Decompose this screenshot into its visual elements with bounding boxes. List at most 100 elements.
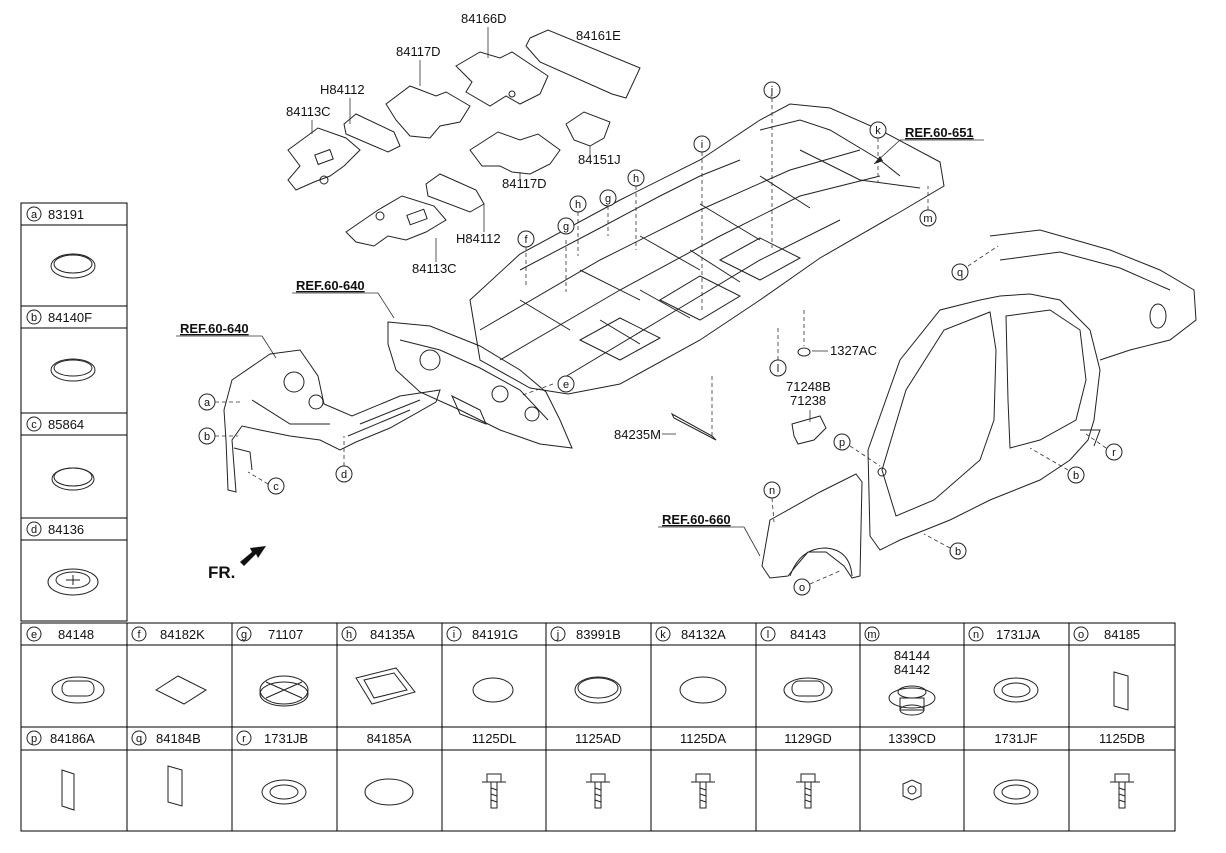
front-fender: REF.60-660 [658,473,863,579]
reference-ref-60-651: REF.60-651 [905,125,974,140]
part-number: 84184B [156,731,201,746]
part-number: 84136 [48,522,84,537]
label-84113c-lower: 84113C [412,261,457,276]
label-1327ac: 1327AC [830,343,877,358]
floor-pad-84166d [455,51,549,107]
plug-icon [355,667,416,705]
part-number: 84135A [370,627,415,642]
row2-headers: p 84186A q 84184B r 1731JB 84185A 1125DL… [26,730,1145,746]
label-71238: 71238 [790,393,826,408]
callout-letter: e [31,629,37,641]
row1-headers: e 84148 f 84182K g 71107 h 84135A i 8419… [26,626,1140,642]
callout-o: o [799,582,805,594]
label-84117d-upper: 84117D [396,44,441,59]
part-number: 84143 [790,627,826,642]
cap-icon [472,677,514,703]
callout-i: i [701,139,703,151]
floor-pad-84161e [525,29,641,99]
label-84113c-upper: 84113C [286,104,331,119]
callout-letter: a [31,209,38,221]
part-number: 1731JB [264,731,308,746]
callout-n: n [769,485,775,497]
part-number: 1129GD [784,731,831,746]
callout-d: d [341,469,347,481]
floor-pad-84151j [565,111,611,147]
label-h84112-lower: H84112 [456,231,501,246]
part-number: 84148 [58,627,94,642]
callout-b: b [1073,470,1079,482]
grommet-icon [783,677,833,703]
part-number: 85864 [48,417,84,432]
callout-h: h [633,173,639,185]
part-number: 1731JF [994,731,1037,746]
bolt-icon [482,773,506,809]
left-cell-d: d 84136 [26,521,99,596]
bracket-71248b: 71248B 71238 [786,379,831,445]
part-number: 84186A [50,731,95,746]
left-cell-a: a 83191 [26,206,96,279]
left-parts-table: a 83191 b 84140F c 85864 d 84136 [20,202,128,622]
pad-icon [154,675,208,705]
pad-icon [167,765,183,807]
callout-b: b [204,431,210,443]
pad-icon [1113,671,1129,711]
front-side-member: REF.60-640 [176,321,441,493]
floor-pad-84113c-lower [345,195,447,247]
dash-panel: REF.60-640 [292,278,573,449]
callout-j: j [770,85,773,97]
callout-letter: q [136,733,142,745]
grommet-icon [51,676,105,704]
part-number: 84182K [160,627,205,642]
part-number: 84185 [1104,627,1140,642]
callout-letter: g [241,629,247,641]
reference-ref-60-640: REF.60-640 [180,321,249,336]
part-number: 84144 [894,648,930,663]
grommet-icon [47,568,99,596]
grommet-icon [993,677,1039,703]
grommet-icon [574,676,622,704]
callout-letter: l [767,629,769,641]
callout-g: g [563,221,569,233]
part-number: 84142 [894,662,930,677]
part-number: 1731JA [996,627,1040,642]
front-label: FR. [208,563,235,582]
callout-letter: h [346,629,352,641]
callout-k: k [875,125,881,137]
bolt-icon [586,773,610,809]
reference-ref-60-640: REF.60-640 [296,278,365,293]
left-cell-b: b 84140F [26,309,96,382]
callout-letter: m [867,629,876,641]
part-number: 83191 [48,207,84,222]
row1-pictures: 84144 84142 [51,648,1129,716]
floor-pan-assembly [469,103,945,395]
floor-leader-lines [519,98,929,436]
part-number: 1125DA [680,731,726,746]
floor-pad-84117d-lower [469,131,561,175]
front-direction-indicator: FR. [208,546,266,582]
member-callouts: a b c d [198,393,353,495]
clip-icon [888,685,936,716]
callout-g: g [605,193,611,205]
label-84117d-lower: 84117D [502,176,547,191]
callout-letter: b [31,312,37,324]
bottom-parts-table: e 84148 f 84182K g 71107 h 84135A i 8419… [20,622,1176,832]
pad-icon [61,769,75,811]
floor-pads [287,29,641,247]
callout-p: p [839,437,845,449]
grommet-icon [50,253,96,279]
part-number: 71107 [268,627,303,642]
callout-letter: j [556,629,559,641]
plug-icon [259,675,309,707]
callout-c: c [273,481,279,493]
callout-letter: d [31,524,37,536]
plug-icon [50,358,96,382]
callout-m: m [923,213,932,225]
grommet-icon [993,779,1039,805]
callout-letter: k [660,629,666,641]
callout-e: e [563,379,569,391]
part-number: 84191G [472,627,518,642]
reference-ref-60-660: REF.60-660 [662,512,731,527]
floor-pad-84113c-upper [287,127,361,191]
callout-a: a [204,397,211,409]
